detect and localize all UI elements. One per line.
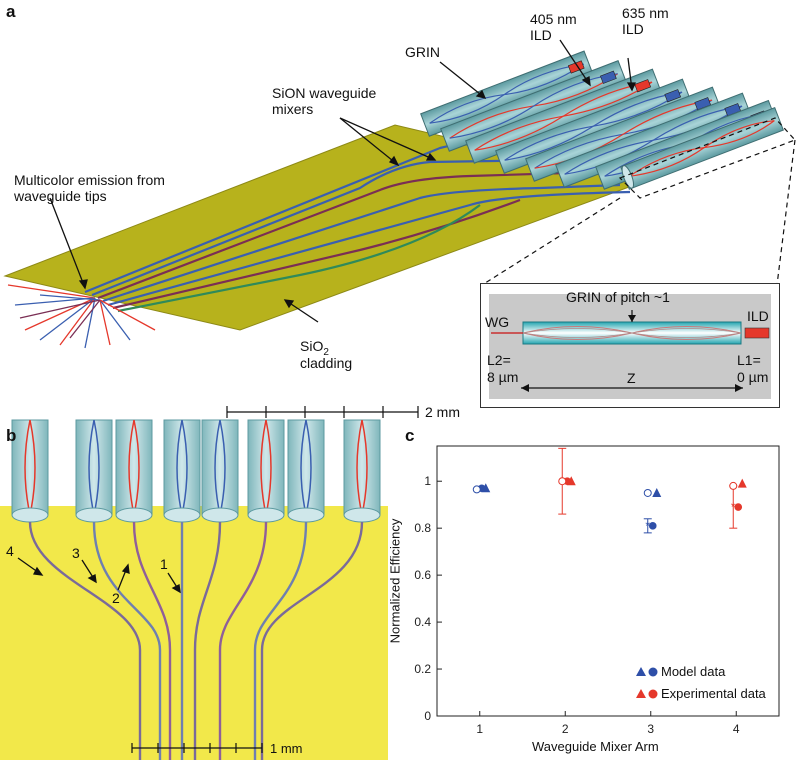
cladding-label-line2: cladding [300,355,353,371]
panel-c-label: c [405,426,415,445]
point-triangle-1-2 [737,478,747,488]
inset-drawing [491,310,770,392]
inset-wg-label: WG [485,314,510,330]
y-tick-label-0: 0 [424,709,431,723]
x-tick-label-1: 2 [562,722,569,736]
callout-arrows [49,39,636,323]
legend-experimental: Experimental data [661,686,766,701]
y-axis-label: Normalized Efficiency [387,518,403,644]
grin-inset: GRIN of pitch ~1 WG ILD L2= 8 µm L1= 0 µ… [480,283,780,408]
arm-label-3: 3 [72,545,80,561]
point-circle-0-3 [648,522,657,530]
zoom-lines [481,117,797,286]
arm-label-4: 4 [6,543,14,559]
panel-b-waveguides [28,521,364,760]
ild-635-label-line2: ILD [622,21,644,37]
panel-b-label: b [6,426,17,445]
x-tick-label-2: 3 [647,722,654,736]
inset-ild-label: ILD [747,308,769,324]
grin-label: GRIN [405,44,440,60]
y-tick-label-3: 0.6 [414,568,431,582]
y-tick-label-1: 0.2 [414,662,431,676]
panel-b-scalebars [131,406,419,753]
grin-cylinders [420,50,784,190]
y-tick-label-2: 0.4 [414,615,431,629]
inset-l2-line2: 8 µm [487,369,519,385]
point-open-1-0 [558,477,567,486]
panel-a-label: a [6,2,16,21]
point-circle-1-3 [734,503,743,511]
inset-z-label: Z [627,370,636,386]
x-tick-label-0: 1 [476,722,483,736]
emission-label-line2: waveguide tips [14,188,107,204]
panel-b [0,406,419,760]
emission-label-line1: Multicolor emission from [14,172,165,188]
point-open-0-0 [472,485,481,494]
point-open-1-1 [729,481,738,490]
panel-b-cylinders [11,419,381,523]
x-tick-label-3: 4 [733,722,740,736]
arm-label-2: 2 [112,590,120,606]
scalebar-top-label: 2 mm [425,404,460,420]
inset-l2-line1: L2= [487,352,511,368]
ild-635-label-line1: 635 nm [622,5,669,21]
x-axis-label: Waveguide Mixer Arm [532,739,659,754]
point-triangle-0-2 [652,487,662,497]
y-tick-label-5: 1 [424,474,431,488]
ild-405-label-line2: ILD [530,27,552,43]
arm-label-1: 1 [160,556,168,572]
y-tick-label-4: 0.8 [414,521,431,535]
inset-l1-line2: 0 µm [737,369,769,385]
legend-model: Model data [661,664,726,679]
panel-a [3,39,797,349]
mixers-label-line2: mixers [272,101,314,117]
legend [636,667,658,699]
plot-area [436,445,780,717]
inset-background [489,294,771,399]
errorbar-star-0-3: * [645,519,650,533]
ild-405-label-line1: 405 nm [530,11,577,27]
point-open-0-1 [643,488,652,497]
mixers-label-line1: SiON waveguide [272,85,377,101]
inset-l1-line1: L1= [737,352,761,368]
emission-fan [7,284,156,349]
scalebar-bottom-label: 1 mm [270,741,303,756]
slab-waveguides [84,143,631,313]
panel-b-arm-arrows [17,557,181,594]
cladding-label-line1: SiO2 [300,338,329,358]
errorbar-star-1-3: * [731,500,736,514]
inset-title: GRIN of pitch ~1 [566,289,670,305]
